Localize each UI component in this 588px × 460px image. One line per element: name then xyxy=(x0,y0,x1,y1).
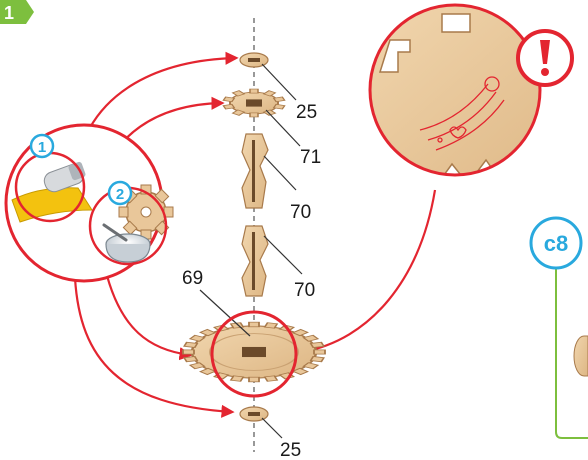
next-step-part-preview xyxy=(574,336,588,376)
step-badge: 1 xyxy=(0,0,34,24)
part-small-gear: 71 xyxy=(223,89,321,168)
gear-tooth xyxy=(265,376,278,382)
gear-tooth xyxy=(314,350,325,354)
part-label-spacer-upper: 70 xyxy=(290,202,311,223)
gear-tooth xyxy=(184,342,197,347)
svg-text:1: 1 xyxy=(38,139,46,156)
part-washer-bottom: 25 xyxy=(240,407,301,460)
part-label-small-gear: 71 xyxy=(300,147,321,168)
arrow-to-large-gear xyxy=(105,268,190,355)
callout-badge-2: 2 xyxy=(109,182,131,204)
part-label-washer-bottom: 25 xyxy=(280,440,301,460)
glue-instruction-circle: 1 2 xyxy=(6,125,173,281)
arrow-to-detail xyxy=(302,190,435,352)
part-label-washer-top: 25 xyxy=(296,102,317,123)
part-label-spacer-lower: 70 xyxy=(294,280,315,301)
gear-tooth xyxy=(249,322,259,327)
next-step-label: c8 xyxy=(544,231,568,256)
gear-tooth xyxy=(311,356,324,361)
gear-tooth xyxy=(184,356,197,361)
gear-tooth xyxy=(183,350,194,354)
part-label-large-gear: 69 xyxy=(182,268,203,289)
gear-tooth xyxy=(311,342,324,347)
callout-badge-1: 1 xyxy=(31,135,53,157)
part-spacer-lower: 70 xyxy=(242,226,315,301)
zoom-detail-circle xyxy=(370,0,588,186)
gear-tooth xyxy=(265,323,278,329)
next-step-panel: c8 xyxy=(531,218,588,438)
svg-text:2: 2 xyxy=(116,186,124,203)
gear-tooth xyxy=(231,376,244,382)
gear-tooth xyxy=(249,377,259,382)
step-number: 1 xyxy=(4,3,14,23)
exclamation-icon xyxy=(518,31,572,85)
